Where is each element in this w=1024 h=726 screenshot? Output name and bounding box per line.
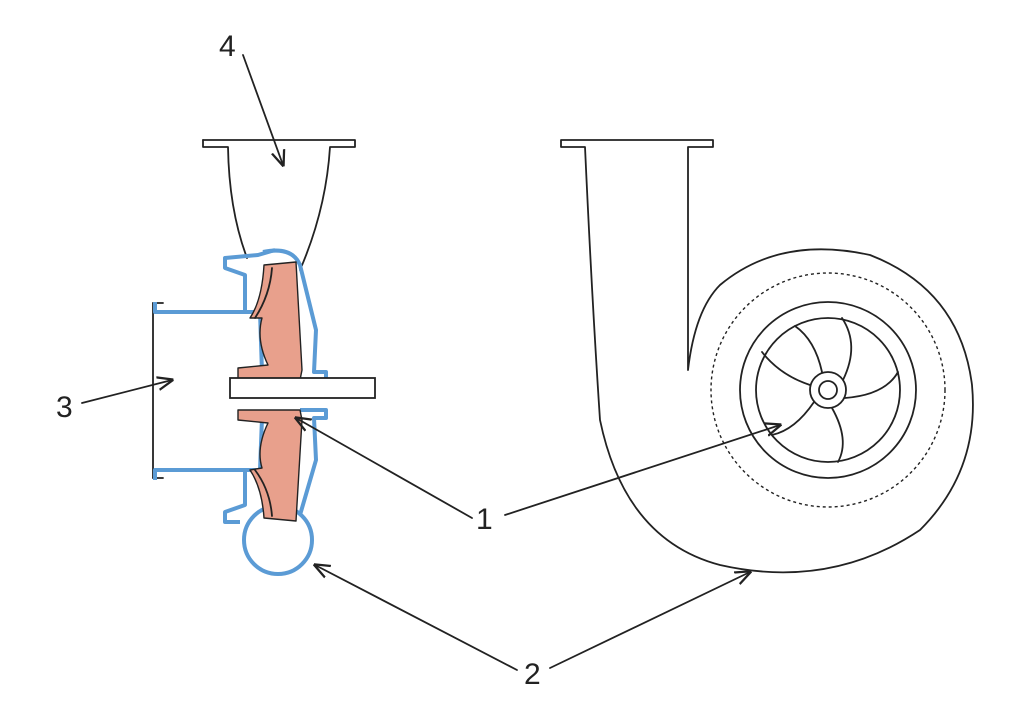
label-impeller: 1 xyxy=(476,503,493,536)
leader-lines xyxy=(81,54,780,671)
leader-casing-left xyxy=(315,565,518,671)
impeller-hub-outer xyxy=(809,371,847,409)
label-casing: 2 xyxy=(524,658,541,691)
impeller-vanes xyxy=(761,317,899,463)
label-outlet: 4 xyxy=(219,30,236,63)
impeller-section xyxy=(237,261,303,522)
impeller-shroud-outer xyxy=(739,301,917,479)
shaft xyxy=(229,377,376,399)
leader-casing-right xyxy=(549,572,750,669)
impeller-outer-dashed xyxy=(710,272,946,508)
sectional-view xyxy=(152,139,376,576)
label-inlet: 3 xyxy=(56,391,73,424)
volute-casing-section xyxy=(153,248,328,576)
impeller-shroud-inner xyxy=(755,317,901,463)
leader-outlet xyxy=(242,54,283,165)
elevation-view xyxy=(560,139,974,574)
leader-inlet xyxy=(81,380,172,404)
leader-impeller-right xyxy=(504,425,780,516)
leader-impeller-left xyxy=(296,418,473,519)
casing-outline xyxy=(560,139,974,574)
inlet-pipe-section xyxy=(152,302,164,479)
impeller-hub-inner xyxy=(818,380,838,400)
outlet-nozzle-section xyxy=(202,139,356,271)
